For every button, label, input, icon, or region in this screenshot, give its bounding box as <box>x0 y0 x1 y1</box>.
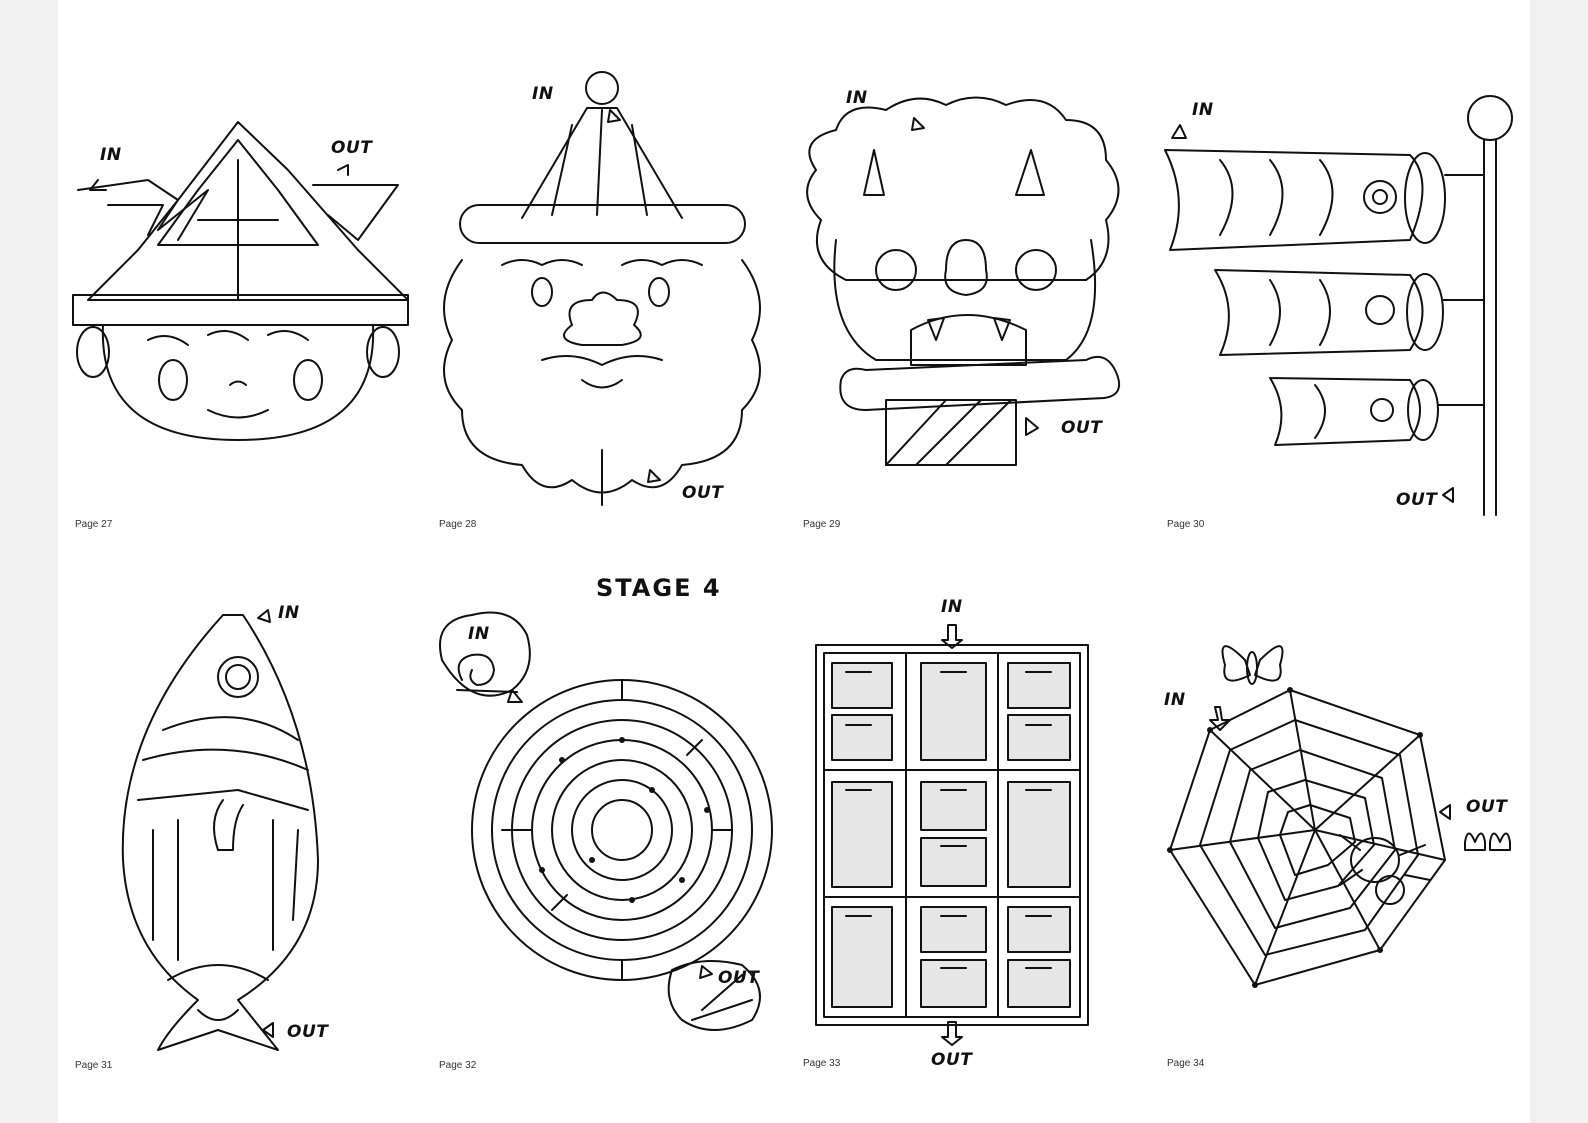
maze-page-33: IN OUT Page 33 <box>786 560 1150 1100</box>
spider-web-maze-icon <box>1167 645 1511 988</box>
page-number: Page 32 <box>439 1060 477 1071</box>
maze-page-27: IN OUT Page 27 <box>58 0 422 540</box>
page-number: Page 33 <box>803 1058 841 1069</box>
helmet-boy-maze-icon <box>72 121 409 441</box>
page-number: Page 27 <box>75 519 113 530</box>
page-number: Page 28 <box>439 519 477 530</box>
maze-page-32: IN OUT Page 32 <box>422 560 786 1100</box>
worksheet-sheet: STAGE 4 IN OUT Page 27 <box>58 0 1530 1123</box>
maze-out-label: OUT <box>931 1050 973 1070</box>
maze-in-label: IN <box>278 603 300 623</box>
maze-in-label: IN <box>941 597 963 617</box>
page-number: Page 31 <box>75 1060 113 1071</box>
old-man-maze-icon <box>443 71 761 506</box>
spiral-maze-icon <box>439 611 773 1031</box>
drawer-cabinet-maze-icon <box>815 624 1089 1046</box>
carp-streamer-maze-icon <box>1164 95 1513 516</box>
maze-in-label: IN <box>532 84 554 104</box>
maze-out-label: OUT <box>1061 418 1103 438</box>
oni-demon-maze-icon <box>806 96 1120 466</box>
stage-heading: STAGE 4 <box>596 574 722 602</box>
maze-in-label: IN <box>1164 690 1186 710</box>
maze-out-label: OUT <box>331 138 373 158</box>
maze-page-31: IN OUT Page 31 <box>58 560 422 1100</box>
maze-out-label: OUT <box>682 483 724 503</box>
maze-in-label: IN <box>846 88 868 108</box>
page-number: Page 30 <box>1167 519 1205 530</box>
maze-page-30: IN OUT Page 30 <box>1150 0 1514 540</box>
maze-out-label: OUT <box>287 1022 329 1042</box>
maze-out-label: OUT <box>718 968 760 988</box>
page-number: Page 34 <box>1167 1058 1205 1069</box>
fish-maze-icon <box>121 609 319 1051</box>
maze-page-29: IN OUT Page 29 <box>786 0 1150 540</box>
maze-page-34: IN OUT Page 34 <box>1150 560 1514 1100</box>
maze-in-label: IN <box>100 145 122 165</box>
maze-in-label: IN <box>1192 100 1214 120</box>
maze-out-label: OUT <box>1396 490 1438 510</box>
maze-in-label: IN <box>468 624 490 644</box>
maze-page-28: IN OUT Page 28 <box>422 0 786 540</box>
maze-out-label: OUT <box>1466 797 1508 817</box>
page-number: Page 29 <box>803 519 841 530</box>
